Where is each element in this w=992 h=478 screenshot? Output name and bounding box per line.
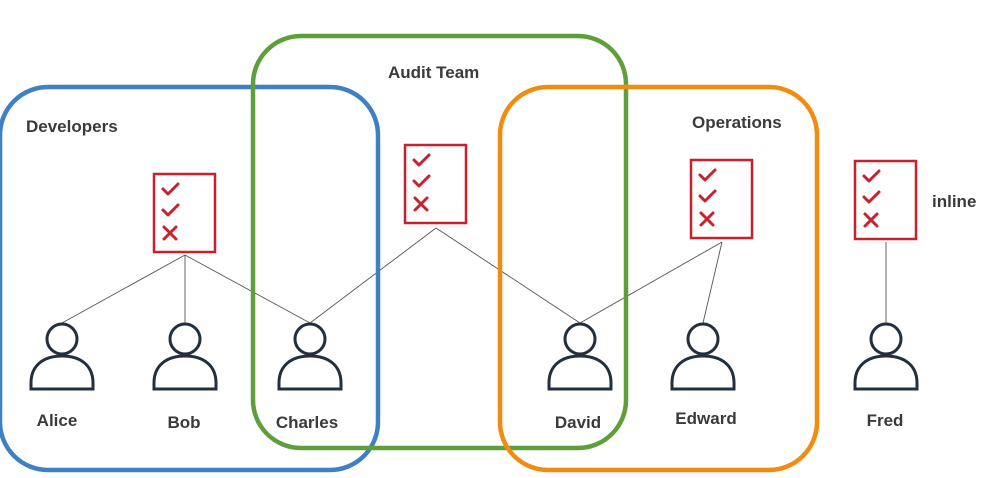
alice-name-label: Alice <box>37 411 78 430</box>
alice-user-icon <box>29 322 95 391</box>
operations-policy-icon <box>689 158 754 240</box>
inline-policy-icon <box>853 159 918 241</box>
operations-group-label: Operations <box>692 113 782 132</box>
line-audit-charles <box>309 227 437 324</box>
fred-user-icon <box>853 322 919 391</box>
edward-user-icon <box>670 322 736 391</box>
audit-team-policy-icon <box>403 143 468 225</box>
charles-user-icon <box>277 322 343 391</box>
developers-group-box <box>0 84 381 473</box>
line-audit-david <box>435 227 581 324</box>
david-user-icon <box>547 322 613 391</box>
david-name-label: David <box>555 413 601 432</box>
audit-team-group-box <box>250 33 629 451</box>
line-developers-charles <box>184 254 311 324</box>
bob-user-icon <box>152 322 218 391</box>
fred-name-label: Fred <box>867 411 904 430</box>
developers-group-label: Developers <box>26 117 118 136</box>
operations-group-box <box>497 84 820 473</box>
charles-name-label: Charles <box>276 413 338 432</box>
developers-policy-icon <box>152 172 217 254</box>
line-operations-edward <box>702 241 723 324</box>
line-developers-alice <box>61 254 186 324</box>
audit-team-group-label: Audit Team <box>388 63 479 82</box>
line-operations-david <box>579 241 723 324</box>
connector-lines <box>61 227 887 324</box>
bob-name-label: Bob <box>167 413 200 432</box>
inline-policy-label: inline <box>932 192 976 211</box>
edward-name-label: Edward <box>675 409 736 428</box>
